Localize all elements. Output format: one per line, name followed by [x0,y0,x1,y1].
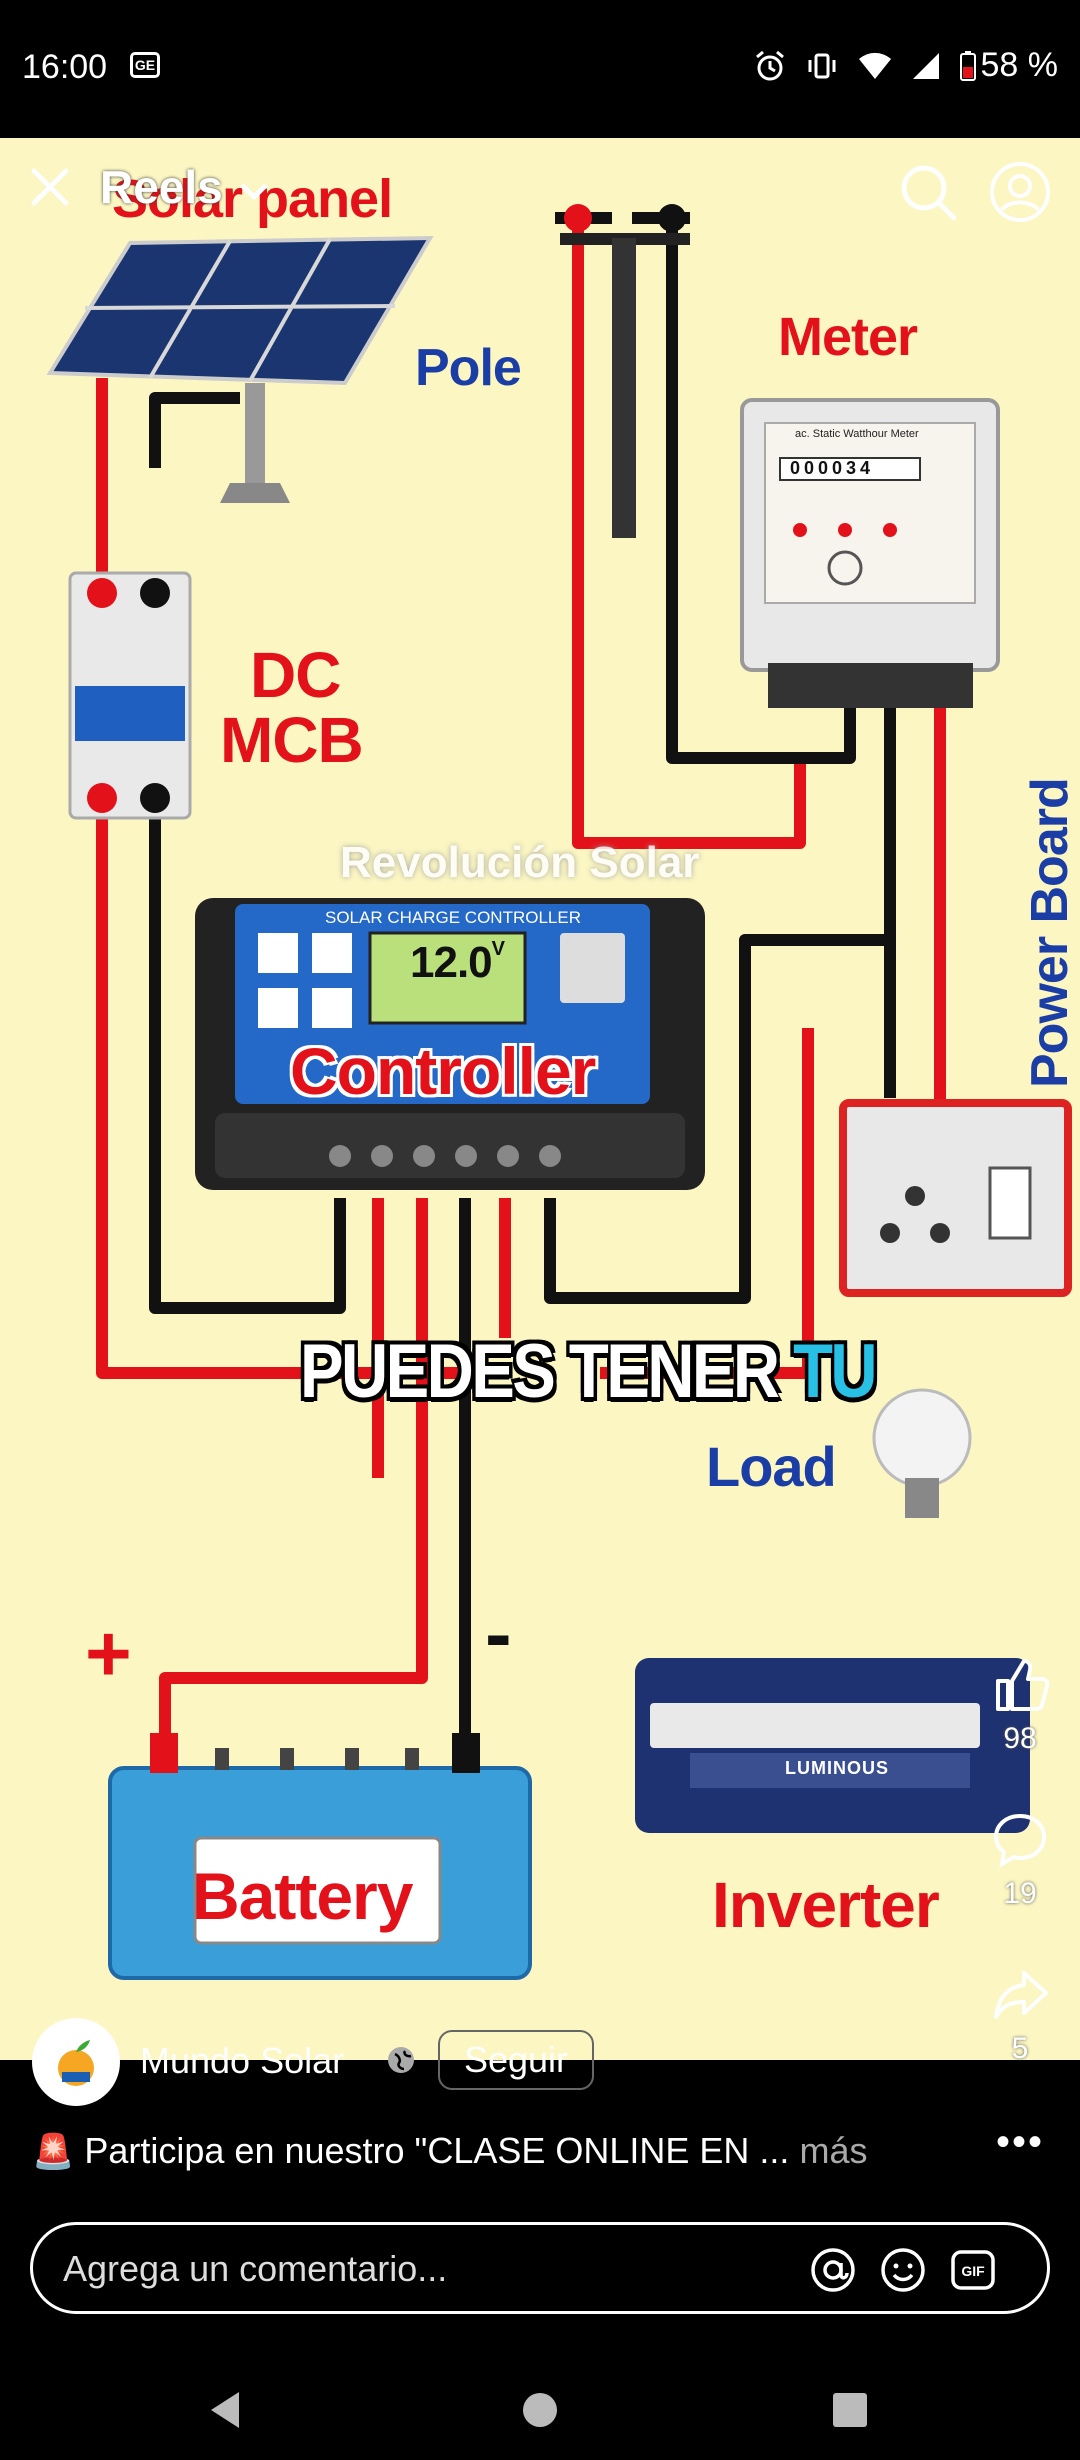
video-caption: PUEDES TENER TU [300,1328,878,1415]
controller-voltage: 12.0 [410,938,493,987]
share-count: 5 [1011,2032,1029,2065]
inverter-brand: LUMINOUS [785,1758,889,1778]
status-bar: 16:00 GE 58 % [0,0,1080,138]
power-board-graphic [839,1099,1072,1297]
comment-icon [993,1813,1047,1868]
label-plus: + [85,1609,132,1698]
back-icon[interactable] [205,2388,245,2432]
caption-accent: TU [793,1329,878,1414]
pole-graphic [560,204,690,538]
label-controller: Controller [290,1034,596,1108]
author-avatar[interactable] [32,2018,120,2106]
system-nav-bar [0,2360,1080,2460]
meter-graphic [740,398,1000,708]
more-link[interactable]: más [799,2130,868,2171]
inverter-graphic [635,1658,1030,1833]
comment-input[interactable] [63,2241,803,2297]
comment-bar[interactable]: GIF [30,2222,1050,2314]
follow-button[interactable]: Seguir [438,2030,594,2090]
author-name[interactable]: Mundo Solar [140,2040,345,2081]
comment-count: 19 [1003,1877,1037,1910]
battery-graphic [108,1733,532,1980]
label-power-board: Power Board [1021,778,1079,1088]
post-description[interactable]: 🚨 Participa en nuestro "CLASE ONLINE EN … [32,2130,867,2172]
controller-unit: V [491,938,505,960]
label-inverter: Inverter [712,1869,940,1941]
home-icon[interactable] [520,2388,560,2432]
watermark: Revolución Solar [340,838,700,887]
label-pole: Pole [415,339,522,397]
share-button[interactable]: 5 [985,1965,1055,2066]
like-count: 98 [1003,1722,1037,1755]
label-minus: - [485,1589,512,1678]
status-time: 16:00 [22,48,108,86]
mention-icon[interactable] [808,2245,858,2295]
reel-video[interactable]: Solar panel Pole Meter DC MCB SOLAR CHAR… [0,138,1080,2060]
meter-header: ac. Static Watthour Meter [795,428,919,440]
battery-icon [959,50,976,81]
svg-text:GIF: GIF [961,2263,985,2279]
search-icon[interactable] [898,162,958,222]
recents-icon[interactable] [830,2388,870,2432]
close-icon[interactable] [28,165,72,209]
reels-title-text: Reels [100,161,223,213]
chevron-down-icon [239,183,268,201]
carrier-badge: GE [130,52,160,78]
vibrate-icon [808,53,835,78]
controller-graphic [195,898,705,1190]
solar-panel-graphic [46,235,434,503]
label-meter: Meter [778,307,918,367]
emoji-icon[interactable] [878,2245,928,2295]
solar-logo-icon [58,2040,94,2086]
description-text: Participa en nuestro "CLASE ONLINE EN ..… [84,2130,790,2171]
alarm-icon [755,50,784,80]
red-wires [96,218,946,1778]
meter-reading: 000034 [790,458,875,478]
siren-icon: 🚨 [32,2133,75,2171]
label-load: Load [706,1435,837,1498]
dc-mcb-graphic [68,571,192,820]
comment-button[interactable]: 19 [985,1810,1055,1911]
label-battery: Battery [192,1859,413,1933]
profile-icon[interactable] [988,160,1052,224]
wiring-diagram [46,204,1072,1980]
wifi-icon [858,52,891,79]
thumbs-up-icon [996,1659,1050,1711]
globe-icon [388,2047,414,2073]
share-icon [994,1971,1048,2019]
signal-icon [912,52,939,79]
bulb-graphic [872,1388,972,1518]
gif-icon[interactable]: GIF [948,2245,998,2295]
controller-display: 12.0V [410,938,505,988]
caption-main: PUEDES TENER [300,1329,794,1414]
reels-title[interactable]: Reels [100,160,272,214]
like-button[interactable]: 98 [985,1655,1055,1756]
controller-header: SOLAR CHARGE CONTROLLER [325,908,581,927]
battery-level: 58 % [980,46,1059,84]
label-dc: DC [250,639,341,711]
label-mcb: MCB [220,704,364,776]
status-icons: 58 % [753,46,1059,85]
more-options-icon[interactable]: ••• [996,2120,1045,2164]
